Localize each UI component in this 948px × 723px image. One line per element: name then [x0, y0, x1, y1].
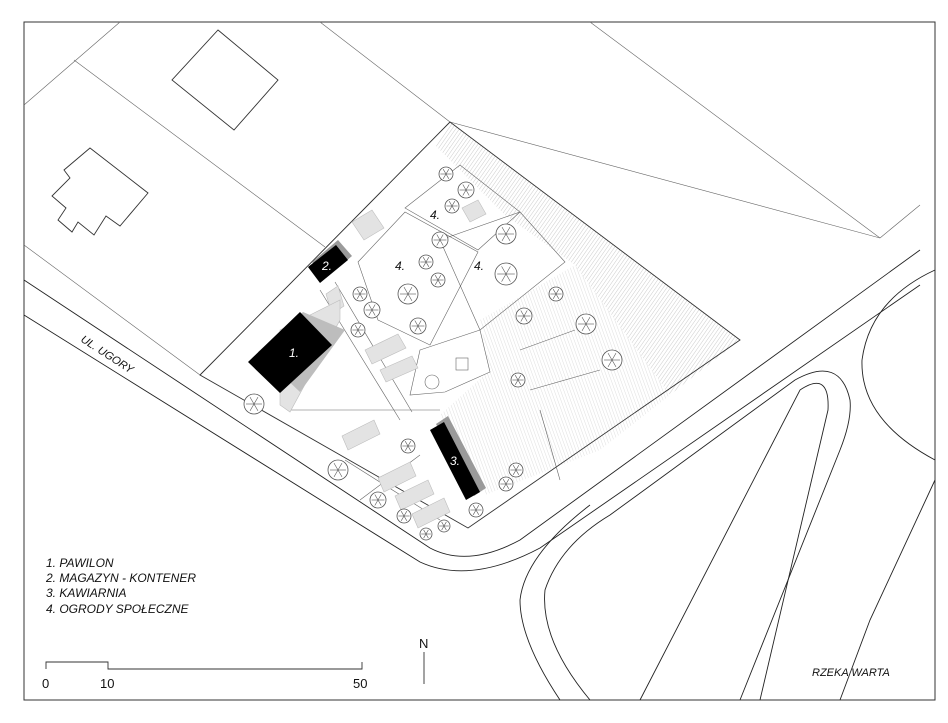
tree-icon [243, 393, 265, 415]
building-pawilon: 1. [248, 312, 345, 393]
garden-fountain [424, 374, 440, 390]
tree-icon [510, 372, 526, 388]
garden-label-2: 4. [395, 259, 405, 273]
street-ugory [23, 249, 921, 572]
trees [243, 166, 623, 541]
tree-icon [327, 459, 349, 481]
tree-icon [495, 223, 517, 245]
scale-tick-0: 0 [42, 676, 49, 691]
tree-icon [363, 301, 381, 319]
tree-icon [575, 313, 597, 335]
site-boundary [199, 121, 741, 529]
garden-label-1: 4. [430, 208, 440, 222]
hatched-zone-east [435, 122, 740, 395]
building-magazyn: 2. [308, 240, 352, 283]
road-loop [519, 269, 936, 701]
tree-icon [418, 254, 434, 270]
north-label: N [419, 636, 428, 651]
tree-icon [350, 322, 366, 338]
tree-icon [397, 283, 419, 305]
building-label-pawilon: 1. [289, 346, 299, 360]
garden-label-3: 4. [474, 259, 484, 273]
tree-icon [431, 231, 449, 249]
legend-item-magazyn: 2. MAGAZYN - KONTENER [45, 571, 196, 585]
legend: 1. PAWILON 2. MAGAZYN - KONTENER 3. KAWI… [45, 556, 196, 616]
tree-icon [352, 286, 368, 302]
parcel-lines [23, 21, 921, 376]
tree-icon [548, 286, 564, 302]
north-arrow-icon: N [419, 636, 428, 684]
tree-icon [508, 462, 524, 478]
tree-icon [419, 527, 433, 541]
legend-item-pawilon: 1. PAWILON [46, 556, 114, 570]
legend-item-kawiarnia: 3. KAWIARNIA [46, 586, 126, 600]
scale-tick-50: 50 [353, 676, 367, 691]
tree-icon [396, 508, 412, 524]
tree-icon [444, 198, 460, 214]
tree-icon [494, 262, 518, 286]
tree-icon [400, 438, 416, 454]
tree-icon [457, 181, 475, 199]
garden-bench [455, 357, 469, 371]
tree-icon [438, 166, 454, 182]
neighbour-building [171, 29, 279, 131]
building-label-magazyn: 2. [321, 259, 332, 273]
hatched-zone-south [440, 265, 670, 495]
tree-icon [468, 502, 484, 518]
map-frame [23, 21, 936, 701]
building-kawiarnia: 3. [430, 416, 486, 500]
neighbour-house [51, 147, 149, 236]
building-label-kawiarnia: 3. [450, 454, 460, 468]
scale-bar: 0 10 50 [42, 661, 367, 691]
tree-icon [430, 272, 446, 288]
tree-icon [515, 307, 533, 325]
tree-icon [601, 349, 623, 371]
tree-icon [369, 491, 387, 509]
tree-icon [409, 317, 427, 335]
street-label: UL. UGORY [78, 333, 135, 376]
tree-icon [498, 476, 514, 492]
scale-tick-10: 10 [100, 676, 114, 691]
tree-icon [437, 519, 451, 533]
river-label: RZEKA WARTA [812, 667, 890, 679]
legend-item-ogrody: 4. OGRODY SPOŁECZNE [46, 602, 189, 616]
